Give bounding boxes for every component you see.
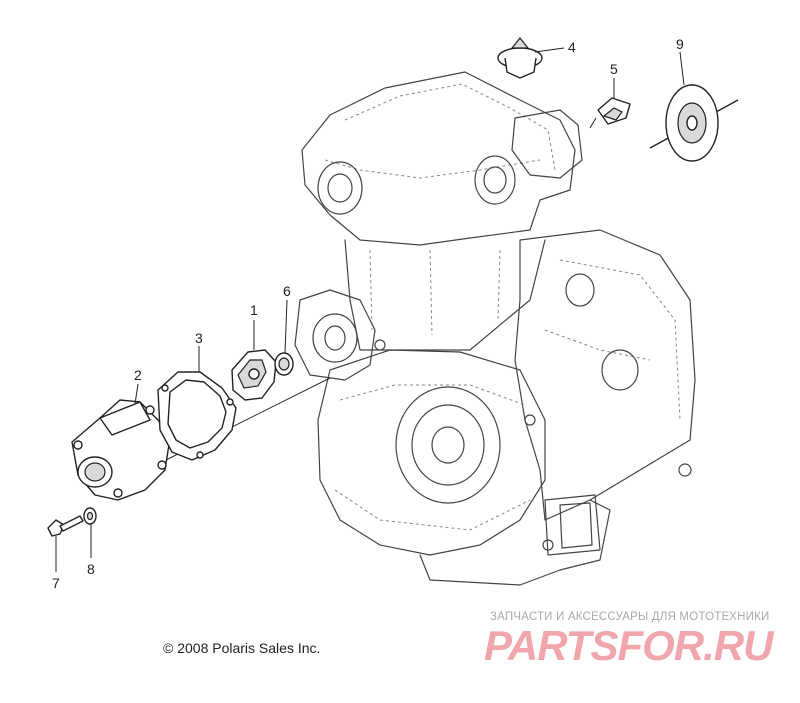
callout-6: 6 xyxy=(283,283,291,299)
callout-9: 9 xyxy=(676,36,684,52)
engine-block xyxy=(294,71,696,586)
copyright-text: © 2008 Polaris Sales Inc. xyxy=(163,640,321,656)
watermark-tagline: ЗАПЧАСТИ И АКСЕССУАРЫ ДЛЯ МОТОТЕХНИКИ xyxy=(490,611,770,623)
callout-8: 8 xyxy=(87,561,95,577)
watermark-logo: PARTSFOR.RU xyxy=(484,622,773,669)
water-pump-shaft-gear xyxy=(649,84,739,162)
callout-leaders xyxy=(55,47,685,572)
temperature-sensor xyxy=(589,97,631,129)
washer xyxy=(83,507,97,525)
callout-4: 4 xyxy=(568,39,576,55)
callout-5: 5 xyxy=(610,61,618,77)
water-pump-cover xyxy=(71,399,171,501)
callout-7: 7 xyxy=(52,575,60,591)
water-pump-impeller xyxy=(231,349,277,401)
bolt xyxy=(47,515,84,537)
callout-3: 3 xyxy=(195,330,203,346)
thermostat xyxy=(497,37,543,79)
callout-2: 2 xyxy=(134,367,142,383)
water-pump-seal xyxy=(274,352,294,376)
water-pump-gasket xyxy=(157,371,237,461)
callout-1: 1 xyxy=(250,302,258,318)
